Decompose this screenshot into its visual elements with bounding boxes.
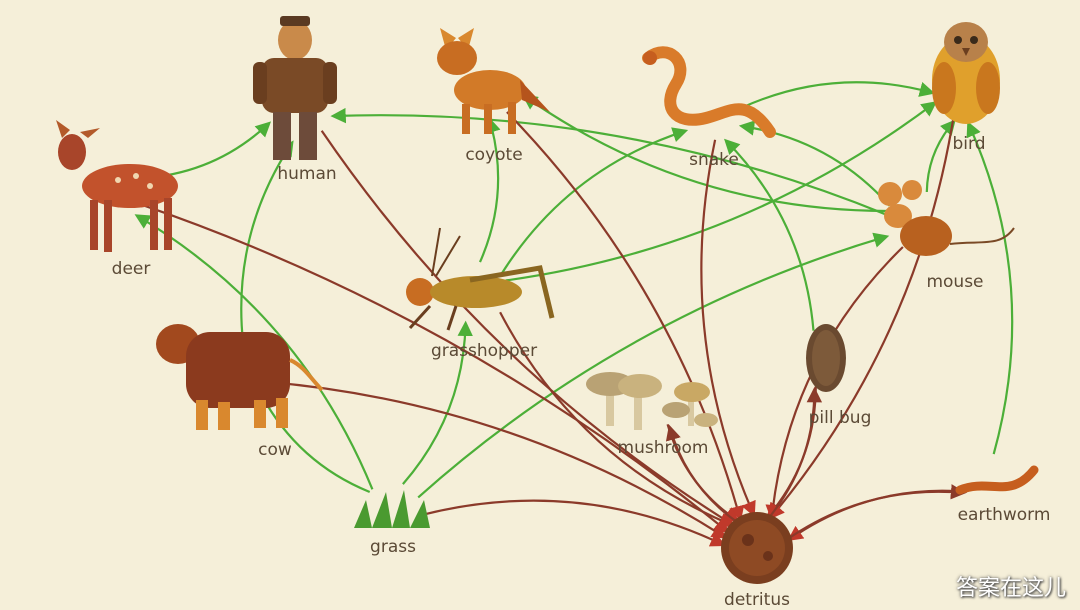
mouse-illustration	[878, 180, 1015, 256]
link-human-to-detritus	[320, 130, 736, 527]
earthworm-illustration	[955, 465, 1039, 495]
link-grasshopper-to-bird	[505, 101, 938, 282]
link-deer-to-detritus	[140, 203, 730, 534]
link-mouse-to-human	[330, 107, 887, 216]
link-mouse-to-bird	[925, 119, 956, 193]
link-grasshopper-to-detritus	[499, 311, 735, 528]
link-coyote-to-detritus	[506, 111, 745, 522]
grasshopper-illustration	[406, 227, 555, 331]
grass-illustration	[354, 490, 430, 528]
link-mouse-to-coyote	[521, 94, 888, 213]
link-detritus-to-earthworm	[785, 484, 967, 542]
link-cow-to-detritus	[264, 380, 728, 539]
mushroom-illustration	[586, 372, 718, 430]
link-pill-bug-to-snake	[724, 138, 815, 331]
snake-illustration	[642, 46, 776, 138]
label-coyote: coyote	[465, 145, 523, 165]
coyote-illustration	[437, 28, 550, 134]
link-earthworm-to-bird	[966, 121, 1014, 455]
label-mushroom: mushroom	[617, 438, 709, 458]
label-snake: snake	[689, 150, 739, 170]
link-grasshopper-to-coyote	[478, 116, 501, 263]
label-grass: grass	[370, 537, 416, 557]
label-deer: deer	[111, 259, 151, 279]
label-earthworm: earthworm	[957, 505, 1051, 525]
label-grasshopper: grasshopper	[430, 341, 538, 361]
deer-illustration	[56, 120, 178, 252]
label-mouse: mouse	[926, 272, 984, 292]
human-illustration	[253, 16, 337, 160]
link-detritus-to-pill-bug	[766, 386, 823, 521]
label-cow: cow	[258, 440, 292, 460]
cow-illustration	[156, 324, 324, 430]
label-human: human	[277, 164, 337, 184]
link-bird-to-detritus	[769, 117, 955, 520]
link-grass-to-mouse	[417, 232, 890, 499]
link-grass-to-deer	[134, 214, 374, 490]
label-pill-bug: pill bug	[808, 408, 872, 428]
link-snake-to-detritus	[700, 139, 756, 518]
link-grass-to-detritus	[421, 499, 726, 547]
link-mouse-to-snake	[738, 120, 891, 207]
link-snake-to-bird	[741, 81, 936, 109]
link-detritus-to-mushroom	[665, 424, 741, 525]
label-bird: bird	[952, 134, 986, 154]
pill-bug-illustration	[806, 324, 846, 392]
link-grasshopper-to-snake	[500, 127, 689, 275]
bird-illustration	[932, 22, 1000, 124]
link-cow-to-human	[240, 140, 294, 344]
links-layer	[134, 81, 1014, 547]
link-pill-bug-to-detritus	[766, 386, 817, 519]
label-detritus: detritus	[724, 590, 790, 610]
watermark: 答案在这儿	[955, 576, 1066, 601]
detritus-illustration	[721, 512, 793, 584]
link-grass-to-grasshopper	[402, 320, 473, 485]
link-grass-to-cow	[259, 391, 371, 494]
